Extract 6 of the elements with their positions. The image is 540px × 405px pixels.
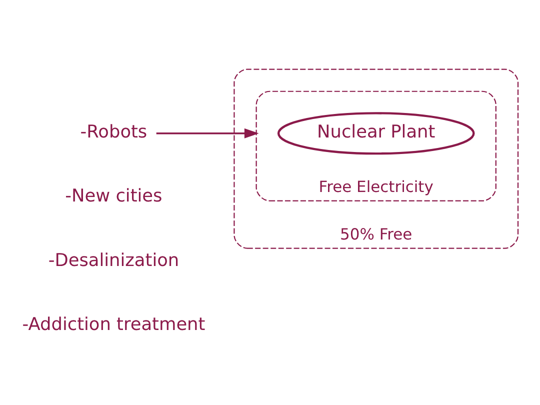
label: -Desalinization — [48, 250, 180, 270]
label: -New cities — [65, 186, 162, 206]
label: -Addiction treatment — [22, 314, 206, 334]
node-text: -Robots — [80, 122, 148, 142]
arrow — [156, 128, 259, 138]
node-ellipse: Nuclear Plant — [277, 112, 475, 154]
